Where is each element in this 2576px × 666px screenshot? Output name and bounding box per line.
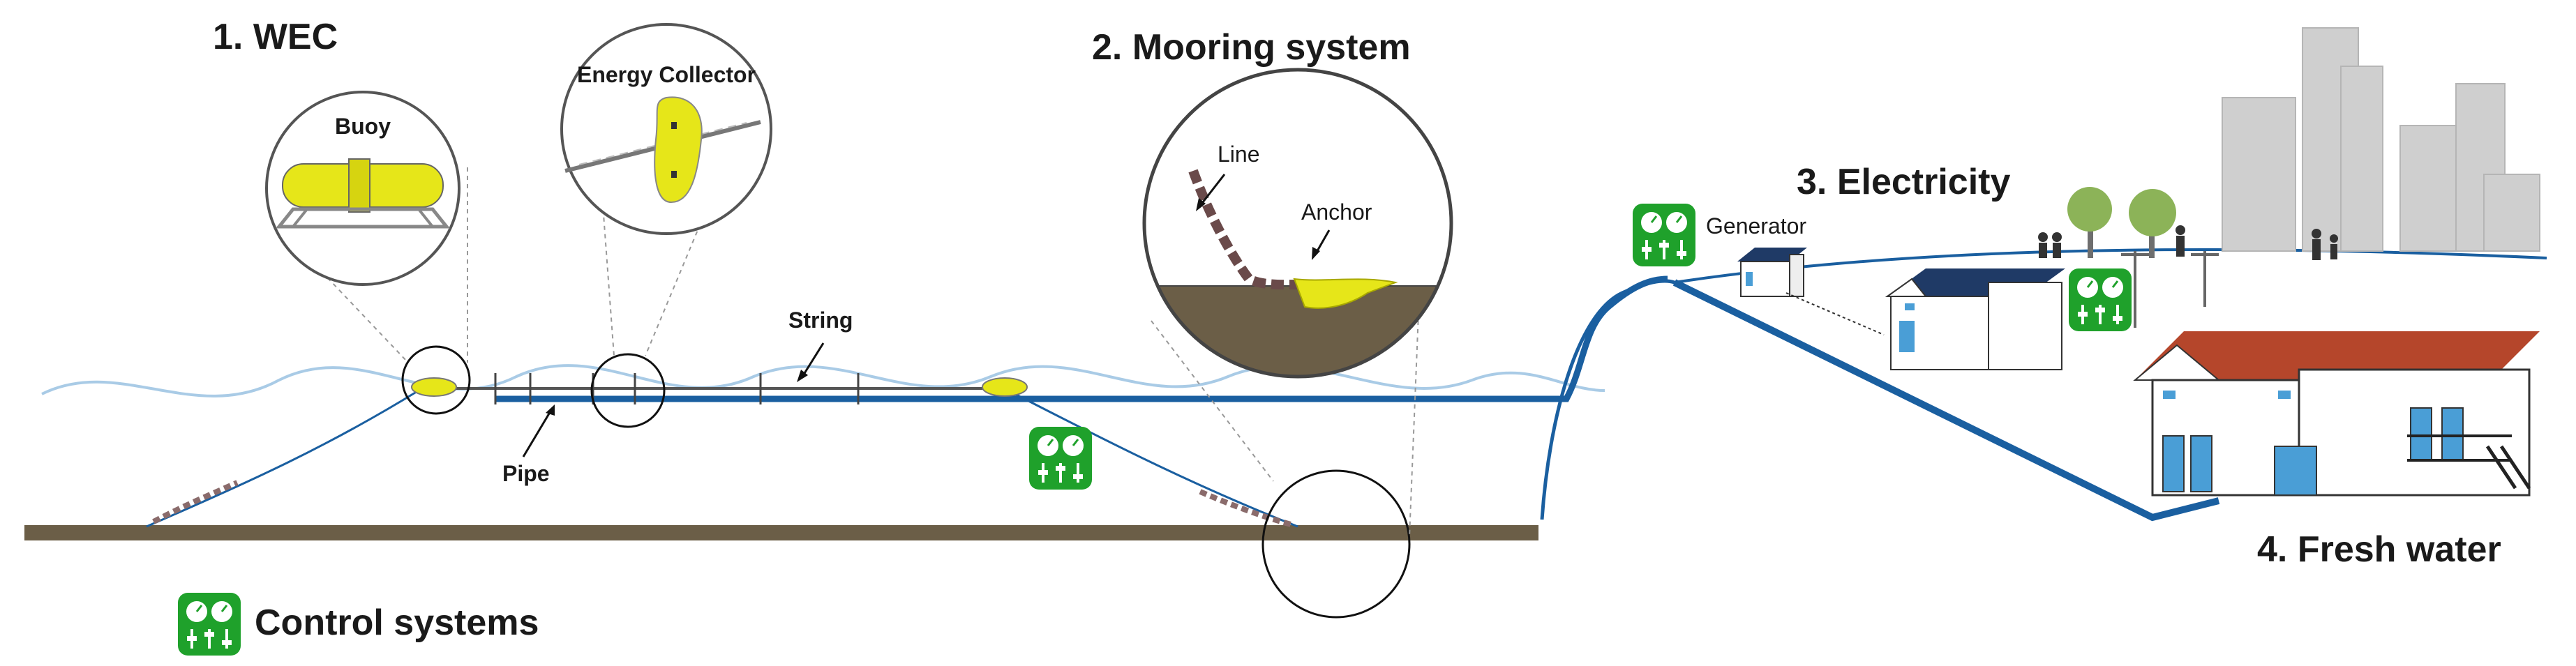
buoy-label: Buoy [335, 114, 391, 139]
section-fresh-water-title: 4. Fresh water [2257, 529, 2501, 570]
buoy-icon [411, 377, 457, 397]
anchor-icon [1293, 278, 1398, 309]
control-system-icon [2067, 267, 2133, 333]
section-electricity-title: 3. Electricity [1797, 162, 2010, 202]
house-icon [1885, 268, 2065, 370]
ocean-wave-line [41, 364, 1605, 398]
seabed [24, 525, 1538, 540]
control-system-icon [177, 591, 242, 657]
leader-lines [275, 146, 1421, 538]
buoy-icon [982, 377, 1028, 397]
chain-line-icon [1188, 169, 1305, 290]
energy-collector-label: Energy Collector [577, 62, 756, 87]
people-silhouettes [2038, 225, 2338, 260]
mooring-line-right [1008, 389, 1298, 528]
zoom-circle-anchor [1261, 469, 1411, 619]
control-system-icon [1028, 425, 1093, 491]
pipe [495, 275, 1668, 402]
city-icon [2222, 27, 2540, 252]
anchor-label: Anchor [1301, 199, 1372, 225]
chain-left [152, 480, 239, 524]
generator-wire [1785, 292, 1885, 335]
pipe-label: Pipe [502, 461, 550, 486]
generator-label: Generator [1706, 213, 1806, 239]
string-label: String [788, 308, 853, 333]
pipe-arrow [522, 409, 553, 457]
shore-pipe-down [1672, 279, 2220, 522]
buoy-callout: Buoy [265, 91, 460, 286]
string-arrow [801, 342, 825, 377]
control-system-icon [1631, 202, 1697, 268]
tree-icon [2067, 187, 2176, 258]
section-wec-title: 1. WEC [213, 17, 338, 57]
section-mooring-title: 2. Mooring system [1092, 27, 1411, 68]
zoom-circle-buoy [401, 345, 471, 415]
power-poles [2121, 251, 2219, 328]
energy-collector-callout: Energy Collector [560, 23, 772, 235]
chain-right [1199, 489, 1292, 527]
house-icon [2133, 331, 2540, 497]
house-icon [1737, 248, 1807, 297]
shore-ridge-line [1540, 279, 1675, 520]
line-label: Line [1218, 142, 1260, 167]
string-collectors [494, 373, 860, 404]
legend-control-systems: Control systems [255, 603, 539, 643]
zoom-circle-collector [590, 353, 666, 428]
mooring-line-left [146, 389, 419, 528]
